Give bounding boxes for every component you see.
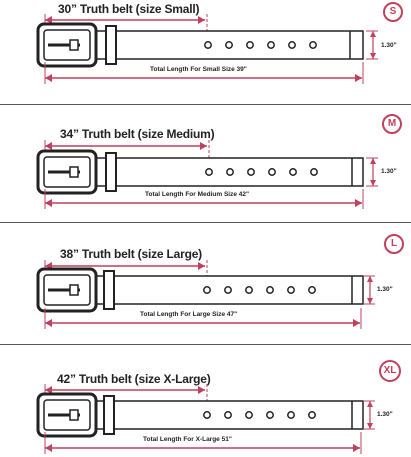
belt-title: 42” Truth belt (size X-Large): [57, 372, 211, 386]
width-label: 1.30": [377, 286, 393, 293]
belt-panel-x-large: 42” Truth belt (size X-Large) XL 1.30" T…: [0, 352, 411, 457]
belt-title: 34” Truth belt (size Medium): [60, 127, 215, 141]
total-length-caption: Total Length For X-Large 51": [143, 436, 232, 443]
belt-diagram: [36, 140, 378, 209]
total-length-caption: Total Length For Large Size 47": [140, 311, 238, 318]
divider: [0, 104, 411, 105]
belt-diagram: [36, 260, 375, 329]
belt-panel-medium: 34” Truth belt (size Medium) M 1.30" Tot…: [0, 112, 411, 218]
total-length-caption: Total Length For Small Size 39": [150, 66, 247, 73]
belt-title: 38” Truth belt (size Large): [60, 247, 202, 261]
divider: [0, 344, 411, 345]
total-length-caption: Total Length For Medium Size 42": [145, 191, 250, 198]
size-badge: L: [384, 234, 404, 254]
width-label: 1.30": [381, 42, 397, 49]
divider: [0, 222, 411, 223]
size-badge: S: [383, 2, 403, 22]
belt-panel-small: 30” Truth belt (size Small) S: [0, 0, 411, 104]
belt-panel-large: 38” Truth belt (size Large) L 1.30" Tota…: [0, 230, 411, 336]
size-badge: XL: [379, 360, 401, 382]
belt-diagram: [36, 384, 375, 454]
belt-diagram: [36, 14, 378, 84]
width-label: 1.30": [377, 411, 393, 418]
width-label: 1.30": [381, 168, 397, 175]
size-badge: M: [382, 114, 402, 134]
belt-title: 30” Truth belt (size Small): [58, 2, 200, 16]
